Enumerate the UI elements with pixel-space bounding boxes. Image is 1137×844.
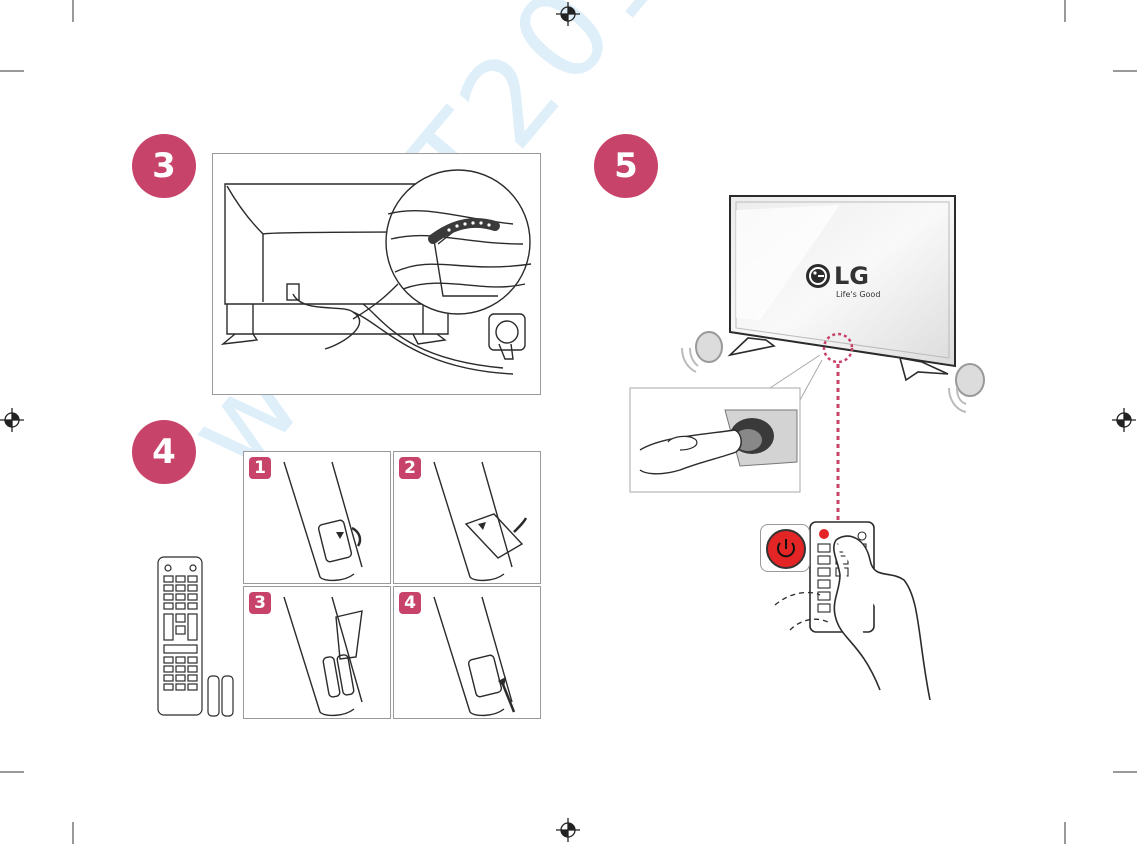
lg-logo-icon — [806, 264, 830, 288]
step-4-badge: 4 — [132, 420, 196, 484]
battery-step-3-panel: 3 — [243, 586, 391, 719]
substep-2-badge: 2 — [399, 457, 421, 479]
battery-step-1-panel: 1 — [243, 451, 391, 584]
power-button-callout — [760, 524, 810, 572]
substep-4-badge: 4 — [399, 592, 421, 614]
substep-3-badge: 3 — [249, 592, 271, 614]
tv-brand-text: LG — [834, 262, 869, 290]
step-5-badge: 5 — [594, 134, 658, 198]
step-3-badge: 3 — [132, 134, 196, 198]
power-icon — [766, 529, 806, 569]
cable-management-illustration — [220, 169, 532, 375]
step-3-panel — [212, 153, 541, 395]
battery-step-2-panel: 2 — [393, 451, 541, 584]
tv-tagline-text: Life's Good — [836, 290, 881, 299]
battery-step-4-panel: 4 — [393, 586, 541, 719]
substep-1-badge: 1 — [249, 457, 271, 479]
